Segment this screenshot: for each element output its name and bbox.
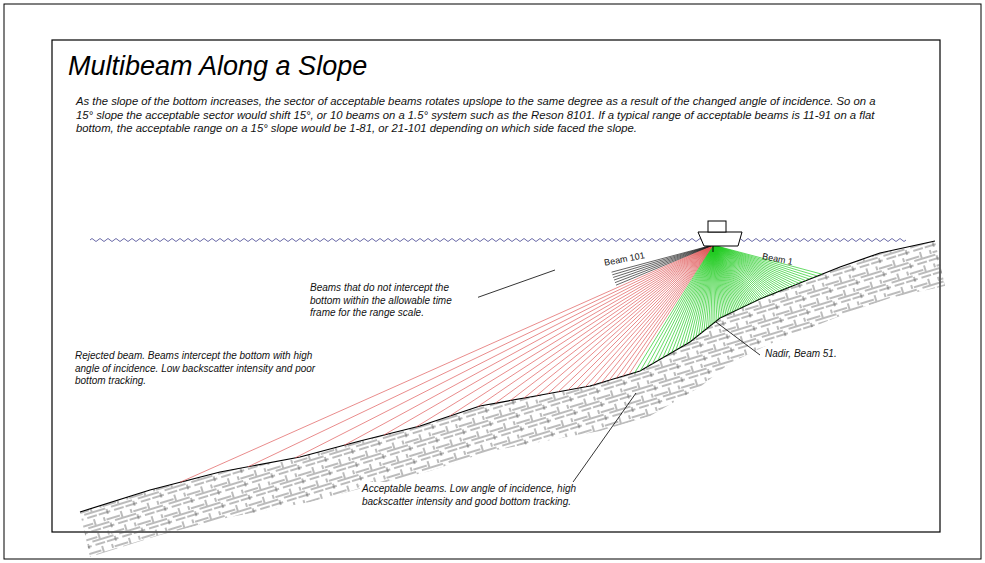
beam-line xyxy=(384,245,713,435)
beam-line xyxy=(449,245,713,416)
callout-note: Beams that do not intercept the bottom w… xyxy=(308,281,478,321)
explanatory-note: As the slope of the bottom increases, th… xyxy=(76,95,886,136)
beam-line xyxy=(478,245,713,407)
beam-line xyxy=(568,245,713,390)
beam-label: Beam 101 xyxy=(603,250,645,269)
outer-frame xyxy=(4,4,981,559)
wave-line xyxy=(90,239,906,242)
beam-line xyxy=(585,245,713,387)
beam-line xyxy=(548,245,713,394)
seafloor xyxy=(80,241,945,557)
beam-line xyxy=(344,245,713,445)
ship xyxy=(698,221,742,252)
beam-line xyxy=(510,245,713,401)
beam-line xyxy=(416,245,713,427)
diagram-title: Multibeam Along a Slope xyxy=(68,52,367,82)
beam-line xyxy=(295,245,713,458)
beam-line xyxy=(536,245,713,396)
water-surface xyxy=(90,239,906,242)
beam-line xyxy=(713,245,728,314)
beam-line xyxy=(616,245,713,285)
beam-line xyxy=(577,245,713,388)
callout-note: Acceptable beams. Low angle of incidence… xyxy=(360,482,626,509)
beam-label: Beam 1 xyxy=(761,251,794,268)
beam-line xyxy=(558,245,713,392)
beam-line xyxy=(635,245,713,373)
callout-note: Rejected beam. Beams intercept the botto… xyxy=(73,349,339,389)
beam-line xyxy=(495,245,713,403)
rock-hatch xyxy=(80,241,945,557)
callout-note: Nadir, Beam 51. xyxy=(763,347,867,362)
